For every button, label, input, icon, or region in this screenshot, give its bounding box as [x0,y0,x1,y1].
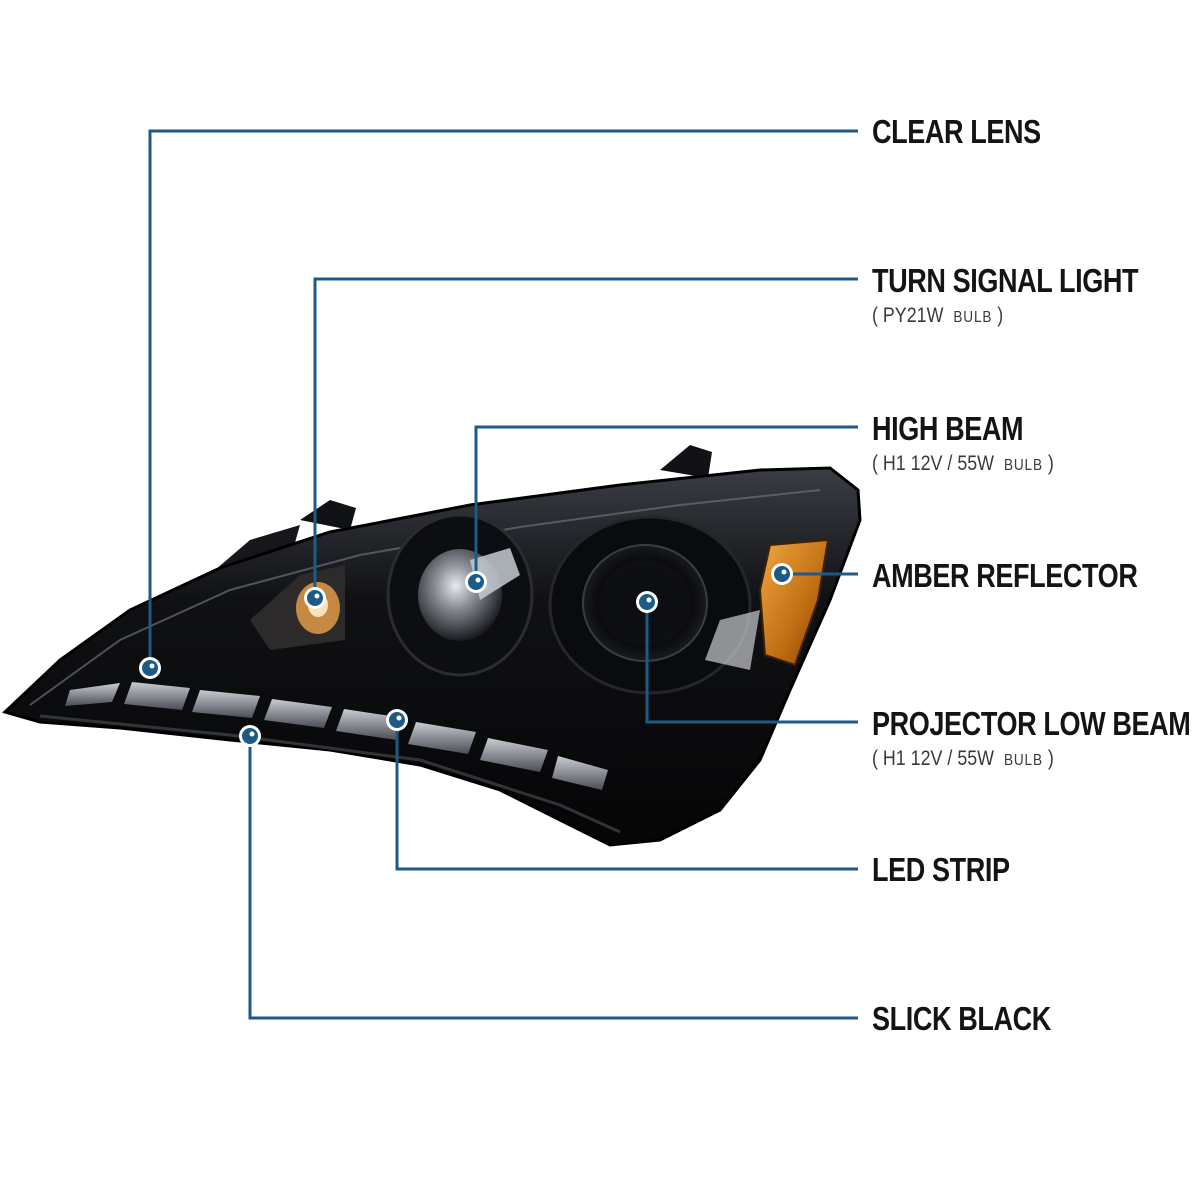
label-title: TURN SIGNAL LIGHT [872,262,1139,299]
spec-value: ( H1 12V / 55W [872,452,995,475]
marker-slick-black [239,725,261,747]
label-title: HIGH BEAM [872,410,1024,447]
label-spec: ( H1 12V / 55W BULB ) [872,453,1054,474]
callout-line-slick-black [248,736,858,1020]
spec-close: ) [1047,452,1054,475]
spec-value: ( H1 12V / 55W [872,747,995,770]
label-title: CLEAR LENS [872,113,1041,150]
high-beam-bowl [386,513,534,677]
label-high-beam: HIGH BEAM ( H1 12V / 55W BULB ) [872,412,1086,474]
label-spec: ( H1 12V / 55W BULB ) [872,748,1200,769]
callout-markers [139,563,793,747]
label-title: LED STRIP [872,851,1010,888]
marker-projector-low-beam [636,591,658,613]
callout-line-turn-signal [313,277,858,598]
led-strip-segments [65,682,608,790]
spec-bulb: BULB [953,309,993,326]
marker-led-strip [386,709,408,731]
callout-line-high-beam [474,425,858,582]
label-projector-low-beam: PROJECTOR LOW BEAM ( H1 12V / 55W BULB ) [872,707,1200,769]
marker-turn-signal [304,587,326,609]
label-title: PROJECTOR LOW BEAM [872,705,1191,742]
callout-line-projector-low-beam [645,602,858,724]
label-slick-black: SLICK BLACK [872,1002,1090,1035]
label-spec: ( PY21W BULB ) [872,305,1148,326]
callout-line-led-strip [395,720,858,871]
spec-bulb: BULB [1003,752,1043,769]
spec-value: ( PY21W [872,304,944,327]
callout-line-clear-lens [148,129,858,668]
label-turn-signal-light: TURN SIGNAL LIGHT ( PY21W BULB ) [872,264,1197,326]
marker-clear-lens [139,657,161,679]
label-amber-reflector: AMBER REFLECTOR [872,559,1196,592]
callout-lines [148,129,858,1020]
amber-reflector-lens [758,538,830,667]
spec-close: ) [997,304,1004,327]
spec-bulb: BULB [1003,457,1043,474]
label-title: SLICK BLACK [872,1000,1051,1037]
label-title: AMBER REFLECTOR [872,557,1138,594]
marker-amber-reflector [771,563,793,585]
label-led-strip: LED STRIP [872,853,1040,886]
label-clear-lens: CLEAR LENS [872,115,1078,148]
marker-high-beam [465,571,487,593]
spec-close: ) [1047,747,1054,770]
